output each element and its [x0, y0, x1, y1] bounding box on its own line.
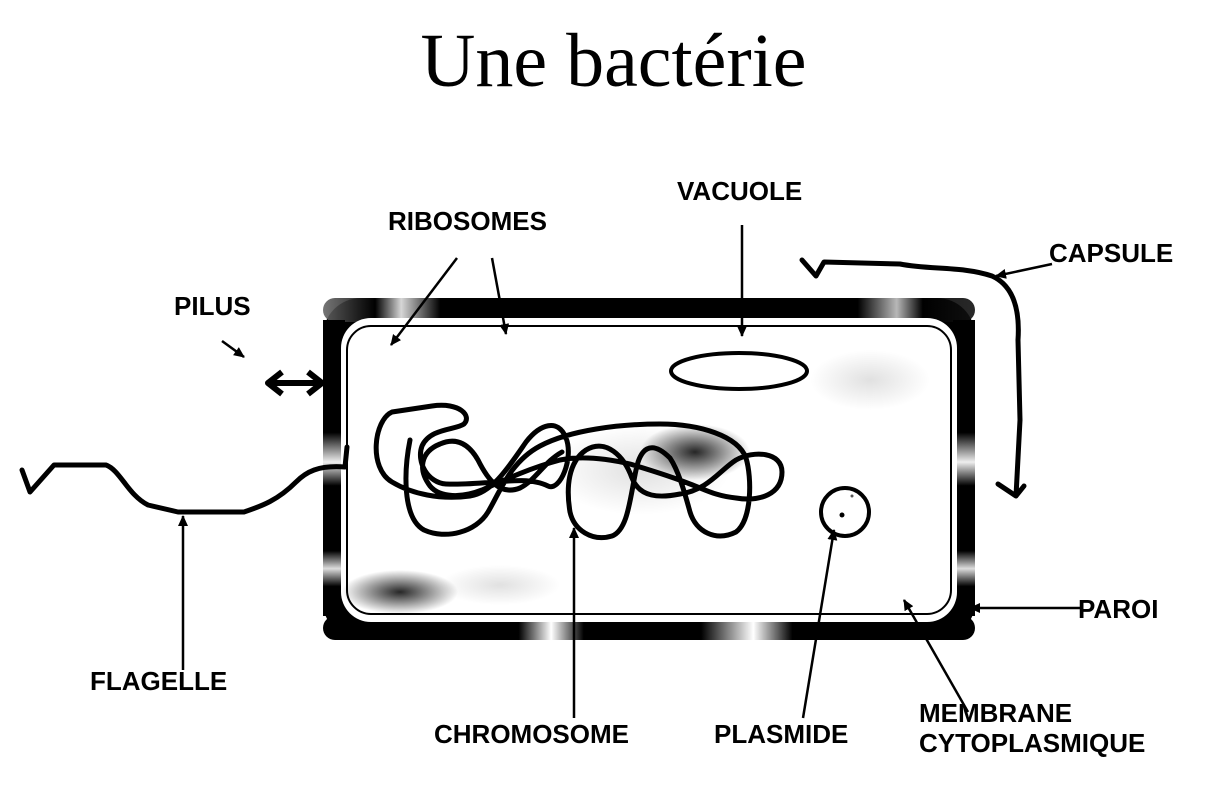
- label-ribosomes: RIBOSOMES: [388, 206, 547, 236]
- pointer-arrows: [178, 225, 1082, 719]
- pilus-arrow: [221, 339, 245, 359]
- label-membrane-line1: MEMBRANE: [919, 698, 1072, 728]
- plasmid-shape: [819, 486, 871, 538]
- ribosomes-arrow-1: [390, 257, 458, 346]
- label-membrane-line2: CYTOPLASMIQUE: [919, 728, 1145, 758]
- diagram-title: Une bactérie: [420, 19, 807, 103]
- cytoplasm-shading: [342, 350, 930, 614]
- plasmide-arrow: [801, 529, 838, 719]
- label-vacuole: VACUOLE: [677, 176, 802, 206]
- vacuole-shape: [669, 351, 809, 391]
- label-capsule: CAPSULE: [1049, 238, 1173, 268]
- capsule-arrow: [995, 262, 1053, 279]
- flagellum-shape: [19, 444, 350, 515]
- chromosome-shape: [373, 402, 785, 540]
- label-plasmide: PLASMIDE: [714, 719, 848, 749]
- ribosomes-arrow-2: [490, 257, 510, 335]
- label-paroi: PAROI: [1078, 594, 1158, 624]
- label-chromosome: CHROMOSOME: [434, 719, 629, 749]
- membrane-arrow: [902, 599, 970, 713]
- capsule-shape: [799, 257, 1027, 499]
- pilus-shape: [265, 369, 325, 397]
- label-pilus: PILUS: [174, 291, 251, 321]
- label-flagelle: FLAGELLE: [90, 666, 227, 696]
